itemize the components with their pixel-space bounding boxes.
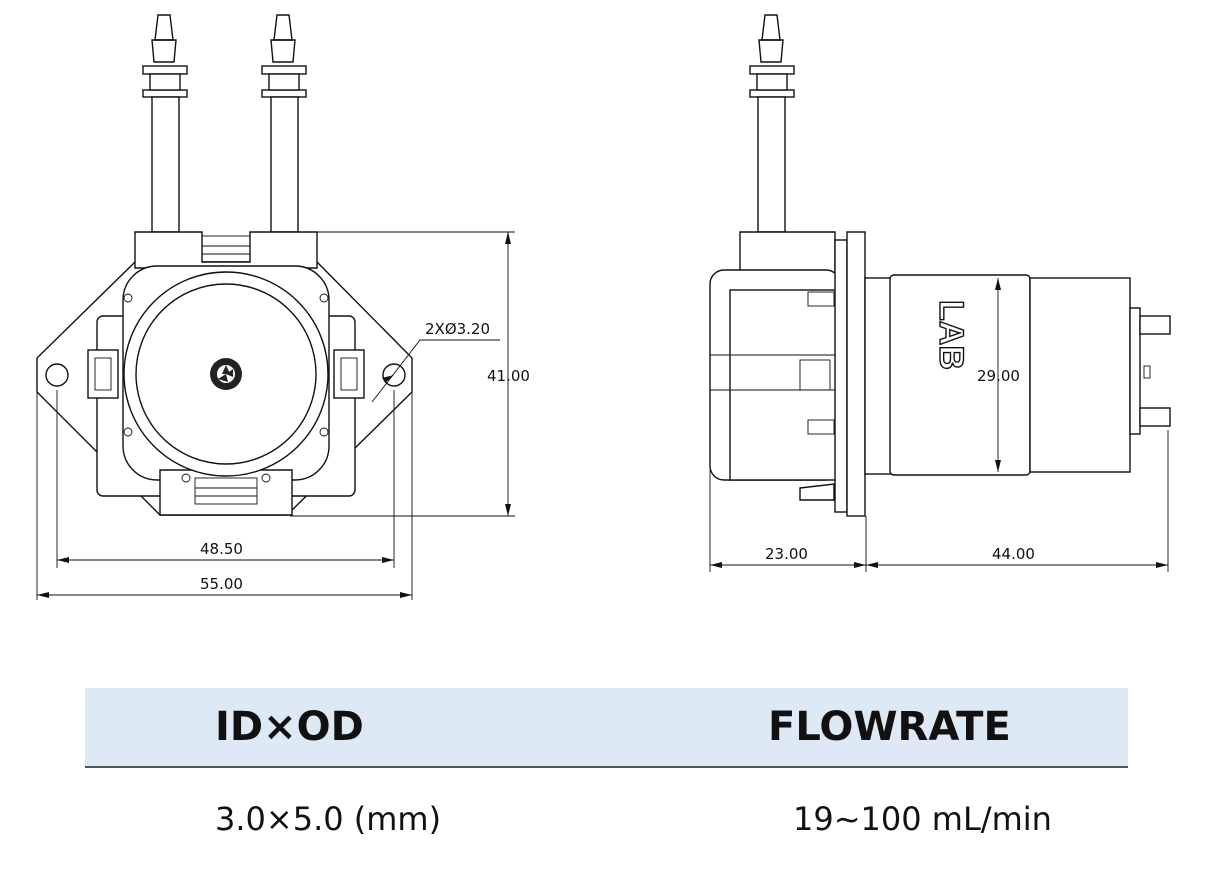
front-view [36,14,515,600]
dim-holes: 2XØ3.20 [425,320,490,338]
dim-hole-spacing: 48.50 [200,540,243,558]
dim-height: 41.00 [487,367,530,385]
side-view: LAB [709,14,1171,572]
header-id-od: ID×OD [215,704,364,750]
value-id-od: 3.0×5.0 (mm) [215,800,442,838]
header-flowrate: FLOWRATE [768,704,1011,750]
dim-width: 55.00 [200,575,243,593]
dim-motor-length: 44.00 [992,545,1035,563]
brand-mark: LAB [932,300,970,370]
mount-hole-right [382,363,406,387]
dim-motor-diameter: 29.00 [977,367,1020,385]
value-flowrate: 19~100 mL/min [793,800,1052,838]
tube-left [142,14,188,233]
mount-hole-left [45,363,69,387]
dim-pump-depth: 23.00 [765,545,808,563]
rotor-hub [210,358,242,390]
spec-table-header: ID×OD FLOWRATE [85,688,1128,768]
tube-side [749,14,795,233]
technical-drawing: LAB 41.00 48.50 55.00 2XØ3.20 29.00 23.0… [36,14,1171,600]
tube-right [261,14,307,233]
